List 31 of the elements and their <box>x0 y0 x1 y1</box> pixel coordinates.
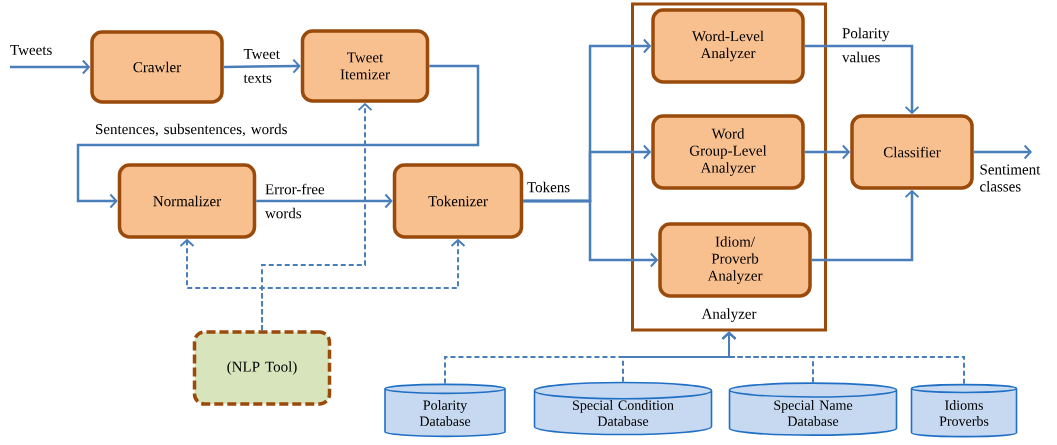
process-box: Word Group-Level Analyzer <box>651 114 805 190</box>
arrow <box>804 44 920 115</box>
edge-label: Tokens <box>527 181 570 193</box>
arrow <box>223 58 301 74</box>
process-box: Tweet Itemizer <box>300 29 430 103</box>
tool-box: (NLP Tool) <box>192 330 332 406</box>
process-box: Classifier <box>850 114 974 190</box>
arrow <box>523 199 659 268</box>
database-cylinder: Special Condition Database <box>533 381 713 436</box>
edge-label: Sentiment classes <box>980 164 1041 192</box>
dashed-arrow <box>721 331 965 385</box>
process-box: Normalizer <box>117 163 257 239</box>
database-cylinder: Idioms Proverbs <box>910 383 1018 438</box>
edge-label: Tweets <box>10 45 52 55</box>
database-cylinder: Special Name Database <box>728 382 898 436</box>
process-box: Idiom/ Proverb Analyzer <box>658 222 812 298</box>
edge-label: Sentences, subsentences, words <box>96 123 287 137</box>
process-box: Word-Level Analyzer <box>651 8 805 84</box>
arrow <box>76 64 480 209</box>
database-cylinder: Polarity Database <box>384 383 506 438</box>
process-box: Crawler <box>90 30 224 104</box>
dashed-arrow <box>261 238 466 332</box>
arrow <box>973 144 1032 160</box>
arrow <box>256 193 393 209</box>
edge-label: Error-free words <box>265 183 325 219</box>
edge-label: Tweet texts <box>243 49 280 83</box>
arrow <box>804 144 851 160</box>
arrow <box>10 59 91 75</box>
arrow <box>811 189 920 262</box>
process-box: Tokenizer <box>392 163 524 239</box>
edge-label: Polarity values <box>842 27 890 63</box>
